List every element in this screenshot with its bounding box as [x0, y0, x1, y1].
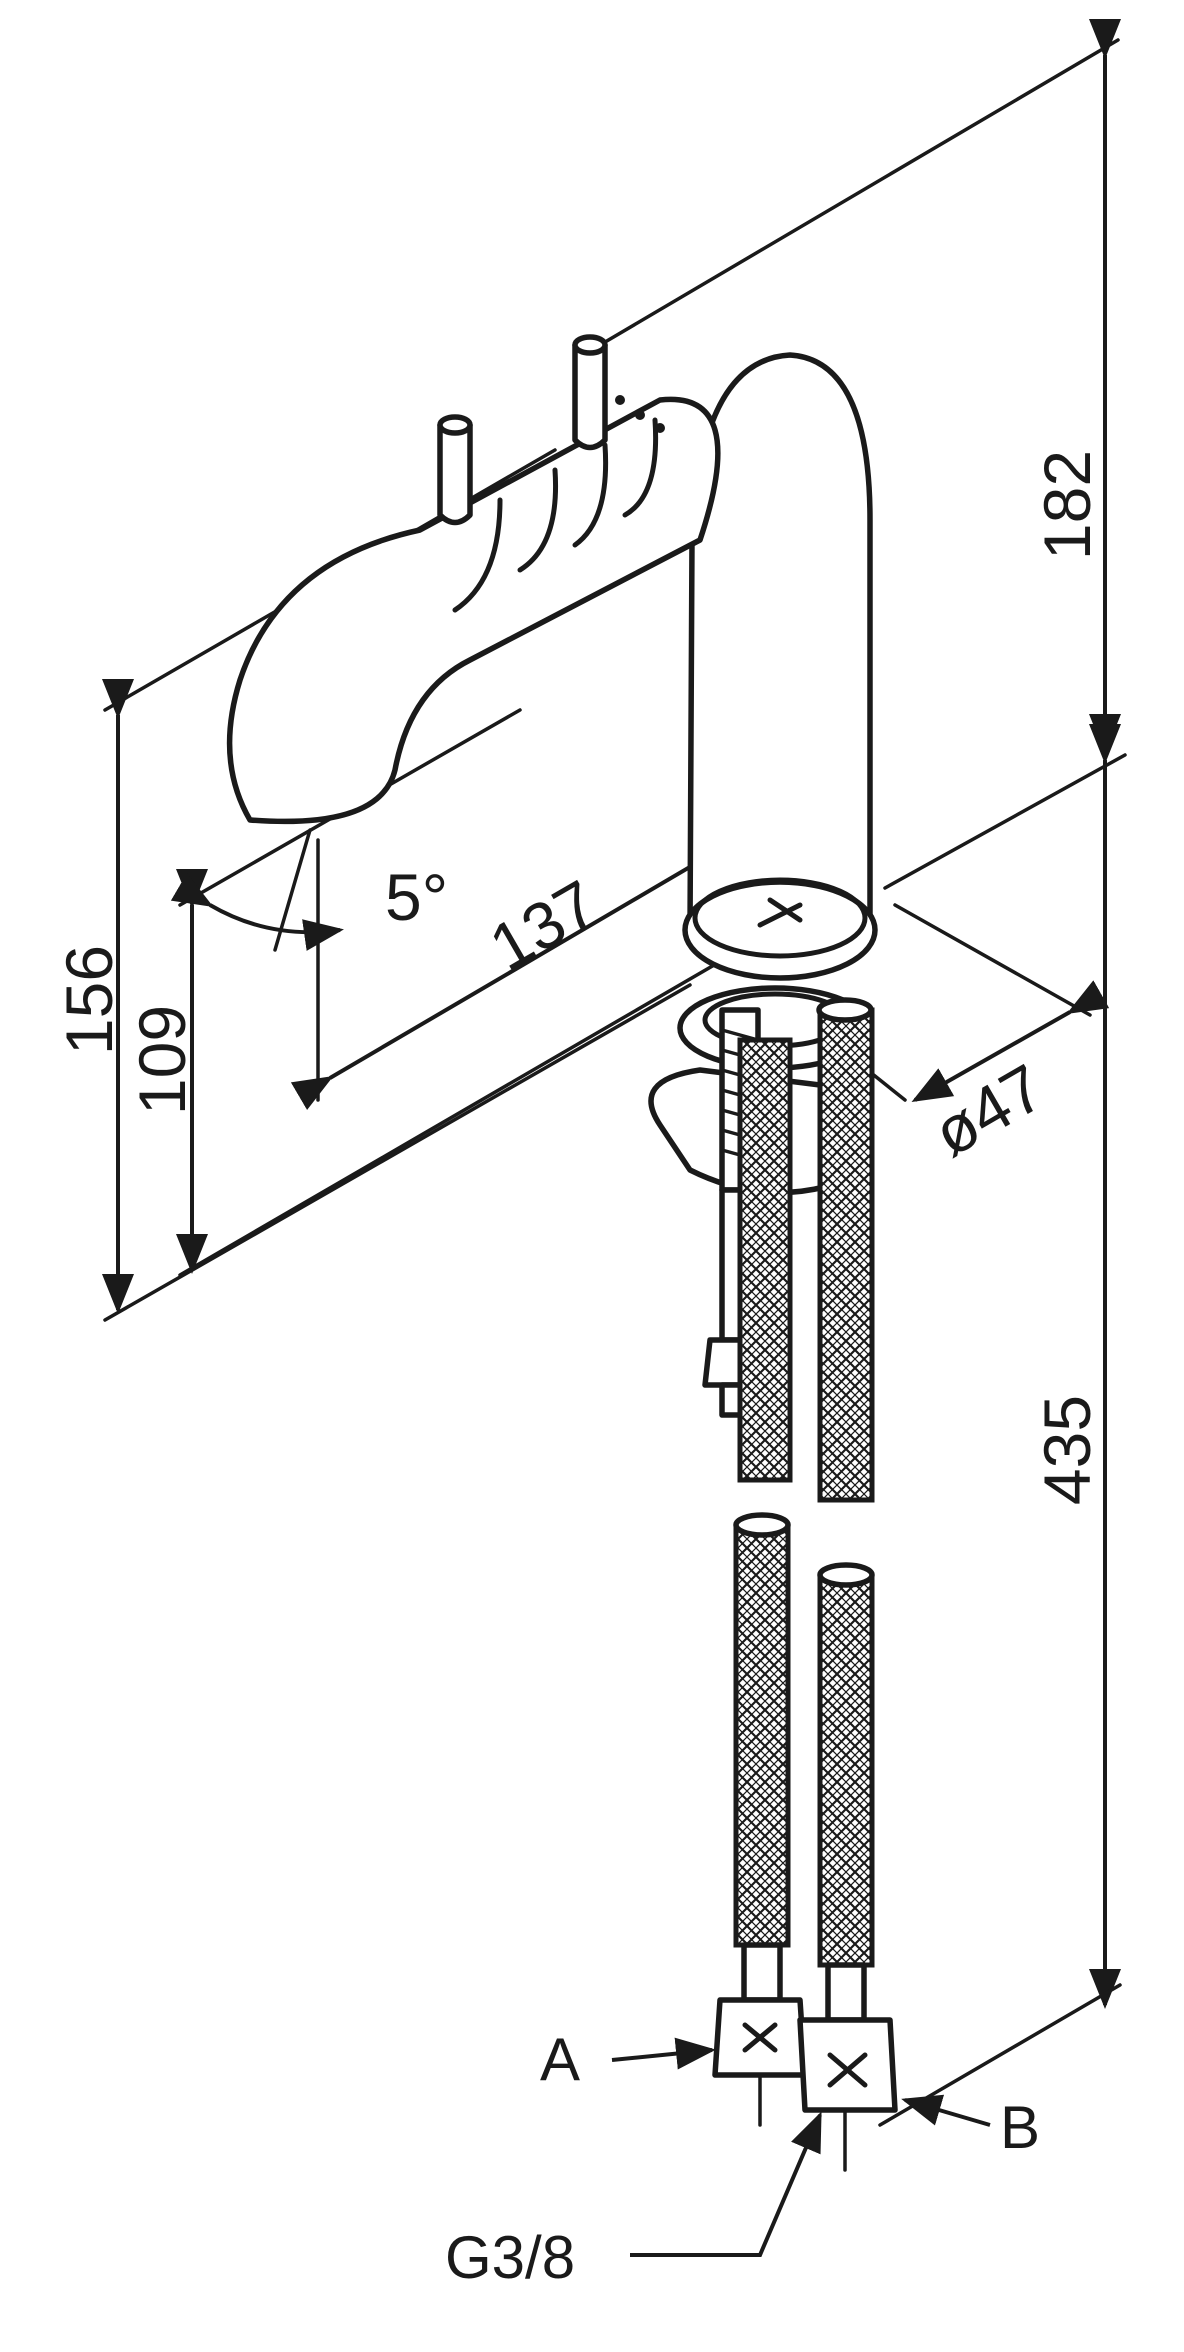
dim-137-label: 137 [477, 866, 609, 985]
fitting-b [797, 1962, 898, 2172]
dim-109-label: 109 [125, 1005, 199, 1115]
callout-b-label: B [1000, 2094, 1040, 2161]
hoses-lower [733, 1512, 875, 1968]
dim-182-label: 182 [1030, 450, 1104, 560]
fitting-a [712, 1942, 808, 2127]
hoses-upper [737, 997, 875, 1503]
dimension-labels: 182 435 156 109 137 5° ø47 A B G3/8 [52, 450, 1104, 2291]
callout-a-label: A [540, 2026, 580, 2093]
callout-thread-label: G3/8 [445, 2224, 575, 2291]
dim-156-label: 156 [52, 945, 126, 1055]
faucet-body [226, 352, 873, 933]
lever-pins [437, 334, 608, 526]
dim-diameter-label: ø47 [921, 1050, 1056, 1171]
dim-angle-label: 5° [385, 860, 448, 934]
dim-435-label: 435 [1030, 1395, 1104, 1505]
callout-leaders [611, 2037, 991, 2257]
mounting-flange [682, 877, 878, 981]
